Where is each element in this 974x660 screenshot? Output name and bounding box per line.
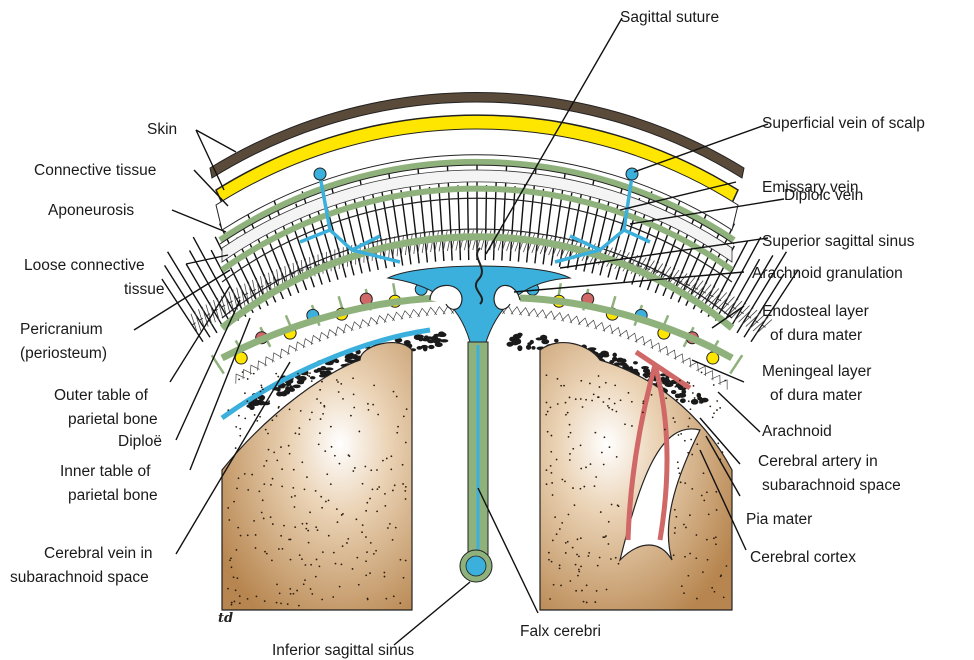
label-cerebral-vein-1: Cerebral vein in bbox=[44, 545, 153, 562]
arachnoid-granulation-left bbox=[430, 285, 462, 309]
label-pia-mater: Pia mater bbox=[746, 511, 812, 528]
label-pericranium-1: Pericranium bbox=[20, 321, 103, 338]
label-cerebral-vein-2: subarachnoid space bbox=[10, 569, 149, 586]
label-cerebral-artery-1: Cerebral artery in bbox=[758, 453, 878, 470]
label-cerebral-artery-2: subarachnoid space bbox=[762, 477, 901, 494]
label-arachnoid: Arachnoid bbox=[762, 423, 832, 440]
label-skin: Skin bbox=[147, 121, 177, 138]
label-superior-sagittal-sinus: Superior sagittal sinus bbox=[762, 233, 915, 250]
label-loose-connective-2: tissue bbox=[124, 281, 165, 298]
label-diploic-vein: Diploic vein bbox=[784, 187, 863, 204]
label-diploe: Diploë bbox=[118, 433, 162, 450]
label-connective-tissue: Connective tissue bbox=[34, 162, 156, 179]
label-pericranium-2: (periosteum) bbox=[20, 345, 107, 362]
label-meningeal-2: of dura mater bbox=[770, 387, 862, 404]
label-outer-table-1: Outer table of bbox=[54, 387, 149, 404]
label-endosteal-2: of dura mater bbox=[770, 327, 862, 344]
label-inferior-sagittal-sinus: Inferior sagittal sinus bbox=[272, 642, 414, 659]
artist-signature: td bbox=[218, 611, 233, 626]
label-cerebral-cortex: Cerebral cortex bbox=[750, 549, 856, 566]
label-loose-connective-1: Loose connective bbox=[24, 257, 145, 274]
label-outer-table-2: parietal bone bbox=[68, 411, 158, 428]
label-falx-cerebri: Falx cerebri bbox=[520, 623, 601, 640]
label-superficial-vein: Superficial vein of scalp bbox=[762, 115, 925, 132]
cerebral-cortex-right bbox=[540, 343, 732, 610]
label-inner-table-1: Inner table of bbox=[60, 463, 151, 480]
label-aponeurosis: Aponeurosis bbox=[48, 202, 134, 219]
label-sagittal-suture: Sagittal suture bbox=[620, 9, 719, 26]
cerebral-cortex-left bbox=[222, 343, 412, 610]
label-meningeal-1: Meningeal layer bbox=[762, 363, 871, 380]
label-inner-table-2: parietal bone bbox=[68, 487, 158, 504]
label-endosteal-1: Endosteal layer bbox=[762, 303, 869, 320]
label-arachnoid-granulation: Arachnoid granulation bbox=[752, 265, 903, 282]
